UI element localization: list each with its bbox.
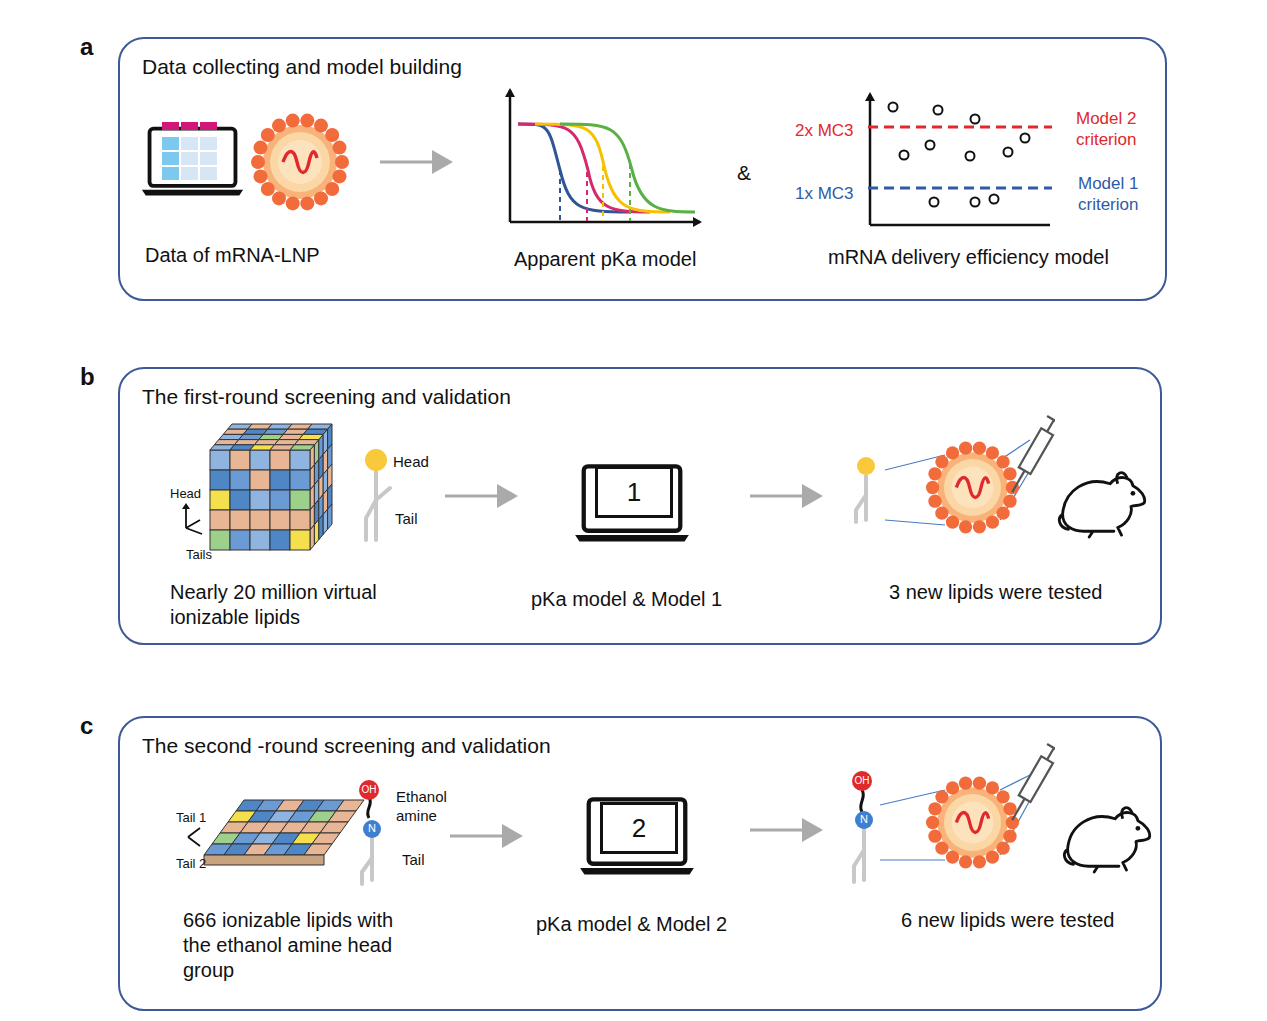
illustration-stroke xyxy=(270,530,290,550)
illustration-stroke xyxy=(181,122,198,130)
text-label: 1x MC3 xyxy=(795,183,854,204)
text-label: N xyxy=(362,822,382,836)
illustration-stroke xyxy=(200,137,217,150)
illustration-stroke xyxy=(328,811,356,822)
model-number: 2 xyxy=(632,813,646,844)
illustration-stroke xyxy=(250,530,270,550)
illustration-stroke xyxy=(181,167,198,180)
illustration-stroke xyxy=(314,520,318,545)
text-label: Head xyxy=(170,486,201,502)
illustration-stroke xyxy=(312,833,340,844)
panel-title: Data collecting and model building xyxy=(142,55,462,79)
illustration-stroke xyxy=(230,530,250,550)
illustration-stroke xyxy=(304,844,332,855)
panel-box: cThe second -round screening and validat… xyxy=(118,716,1162,1011)
illustration-stroke xyxy=(230,510,250,530)
illustration-stroke xyxy=(250,490,270,510)
text-label: Nearly 20 million virtual ionizable lipi… xyxy=(170,580,410,630)
text-label: Head xyxy=(393,453,429,472)
illustration-stroke xyxy=(210,510,230,530)
text-label: Tail 1 xyxy=(176,810,206,826)
illustration-stroke xyxy=(290,445,314,450)
illustration-stroke xyxy=(230,490,250,510)
text-label: pKa model & Model 2 xyxy=(536,912,727,937)
text-label: pKa model & Model 1 xyxy=(531,587,722,612)
illustration-stroke xyxy=(320,822,348,833)
text-label: Tail xyxy=(402,851,425,870)
illustration-stroke xyxy=(250,470,270,490)
illustration-stroke xyxy=(230,470,250,490)
illustration-stroke xyxy=(200,122,217,130)
text-label: Tail xyxy=(395,510,418,529)
text-label: 6 new lipids were tested xyxy=(901,908,1114,933)
illustration-stroke xyxy=(290,450,310,470)
text-label: Tails xyxy=(186,547,212,563)
illustration-stroke xyxy=(270,470,290,490)
illustration-stroke xyxy=(270,510,290,530)
model-number: 1 xyxy=(627,477,641,508)
illustration-stroke xyxy=(310,525,314,550)
illustration-stroke xyxy=(290,470,310,490)
illustration-stroke xyxy=(323,509,327,534)
illustration-stroke xyxy=(250,510,270,530)
text-label: 3 new lipids were tested xyxy=(889,580,1102,605)
illustration-stroke xyxy=(181,152,198,165)
text-label: 2x MC3 xyxy=(795,120,854,141)
panel-letter: a xyxy=(80,33,93,61)
panel-title: The first-round screening and validation xyxy=(142,385,511,409)
panel-letter: c xyxy=(80,712,93,740)
illustration-stroke xyxy=(290,510,310,530)
illustration-stroke xyxy=(210,530,230,550)
illustration-stroke xyxy=(290,530,310,550)
text-label: Model 2 criterion xyxy=(1076,108,1168,151)
illustration-stroke xyxy=(200,167,217,180)
illustration-stroke xyxy=(210,450,230,470)
laptop-screen: 2 xyxy=(600,802,678,854)
text-label: mRNA delivery efficiency model xyxy=(828,245,1109,270)
text-label: N xyxy=(854,813,874,827)
illustration-stroke xyxy=(162,137,179,150)
illustration-stroke xyxy=(230,450,250,470)
laptop-screen: 1 xyxy=(595,466,673,518)
illustration-stroke xyxy=(181,137,198,150)
illustration-stroke xyxy=(328,504,332,529)
illustration-stroke xyxy=(270,490,290,510)
illustration-stroke xyxy=(162,122,179,130)
illustration-stroke xyxy=(250,450,270,470)
text-label: Apparent pKa model xyxy=(514,247,696,272)
illustration-stroke xyxy=(299,434,323,439)
text-label: Ethanol amine xyxy=(396,788,468,826)
text-label: Tail 2 xyxy=(176,856,206,872)
illustration-stroke xyxy=(270,450,290,470)
illustration-stroke xyxy=(210,470,230,490)
illustration-stroke xyxy=(319,514,323,539)
illustration-stroke xyxy=(204,855,324,865)
illustration-stroke xyxy=(294,440,318,445)
panel-title: The second -round screening and validati… xyxy=(142,734,551,758)
text-label: Model 1 criterion xyxy=(1078,173,1170,216)
panel-letter: b xyxy=(80,363,95,391)
text-label: OH xyxy=(852,775,872,788)
illustration-stroke xyxy=(200,152,217,165)
illustration-stroke xyxy=(162,152,179,165)
illustration-stroke xyxy=(210,490,230,510)
illustration-stroke xyxy=(336,800,364,811)
text-label: OH xyxy=(359,784,379,797)
text-label: 666 ionizable lipids with the ethanol am… xyxy=(183,908,408,983)
illustration-stroke xyxy=(162,167,179,180)
text-label: Data of mRNA-LNP xyxy=(145,243,320,268)
illustration-stroke xyxy=(290,490,310,510)
text-label: & xyxy=(737,160,751,186)
